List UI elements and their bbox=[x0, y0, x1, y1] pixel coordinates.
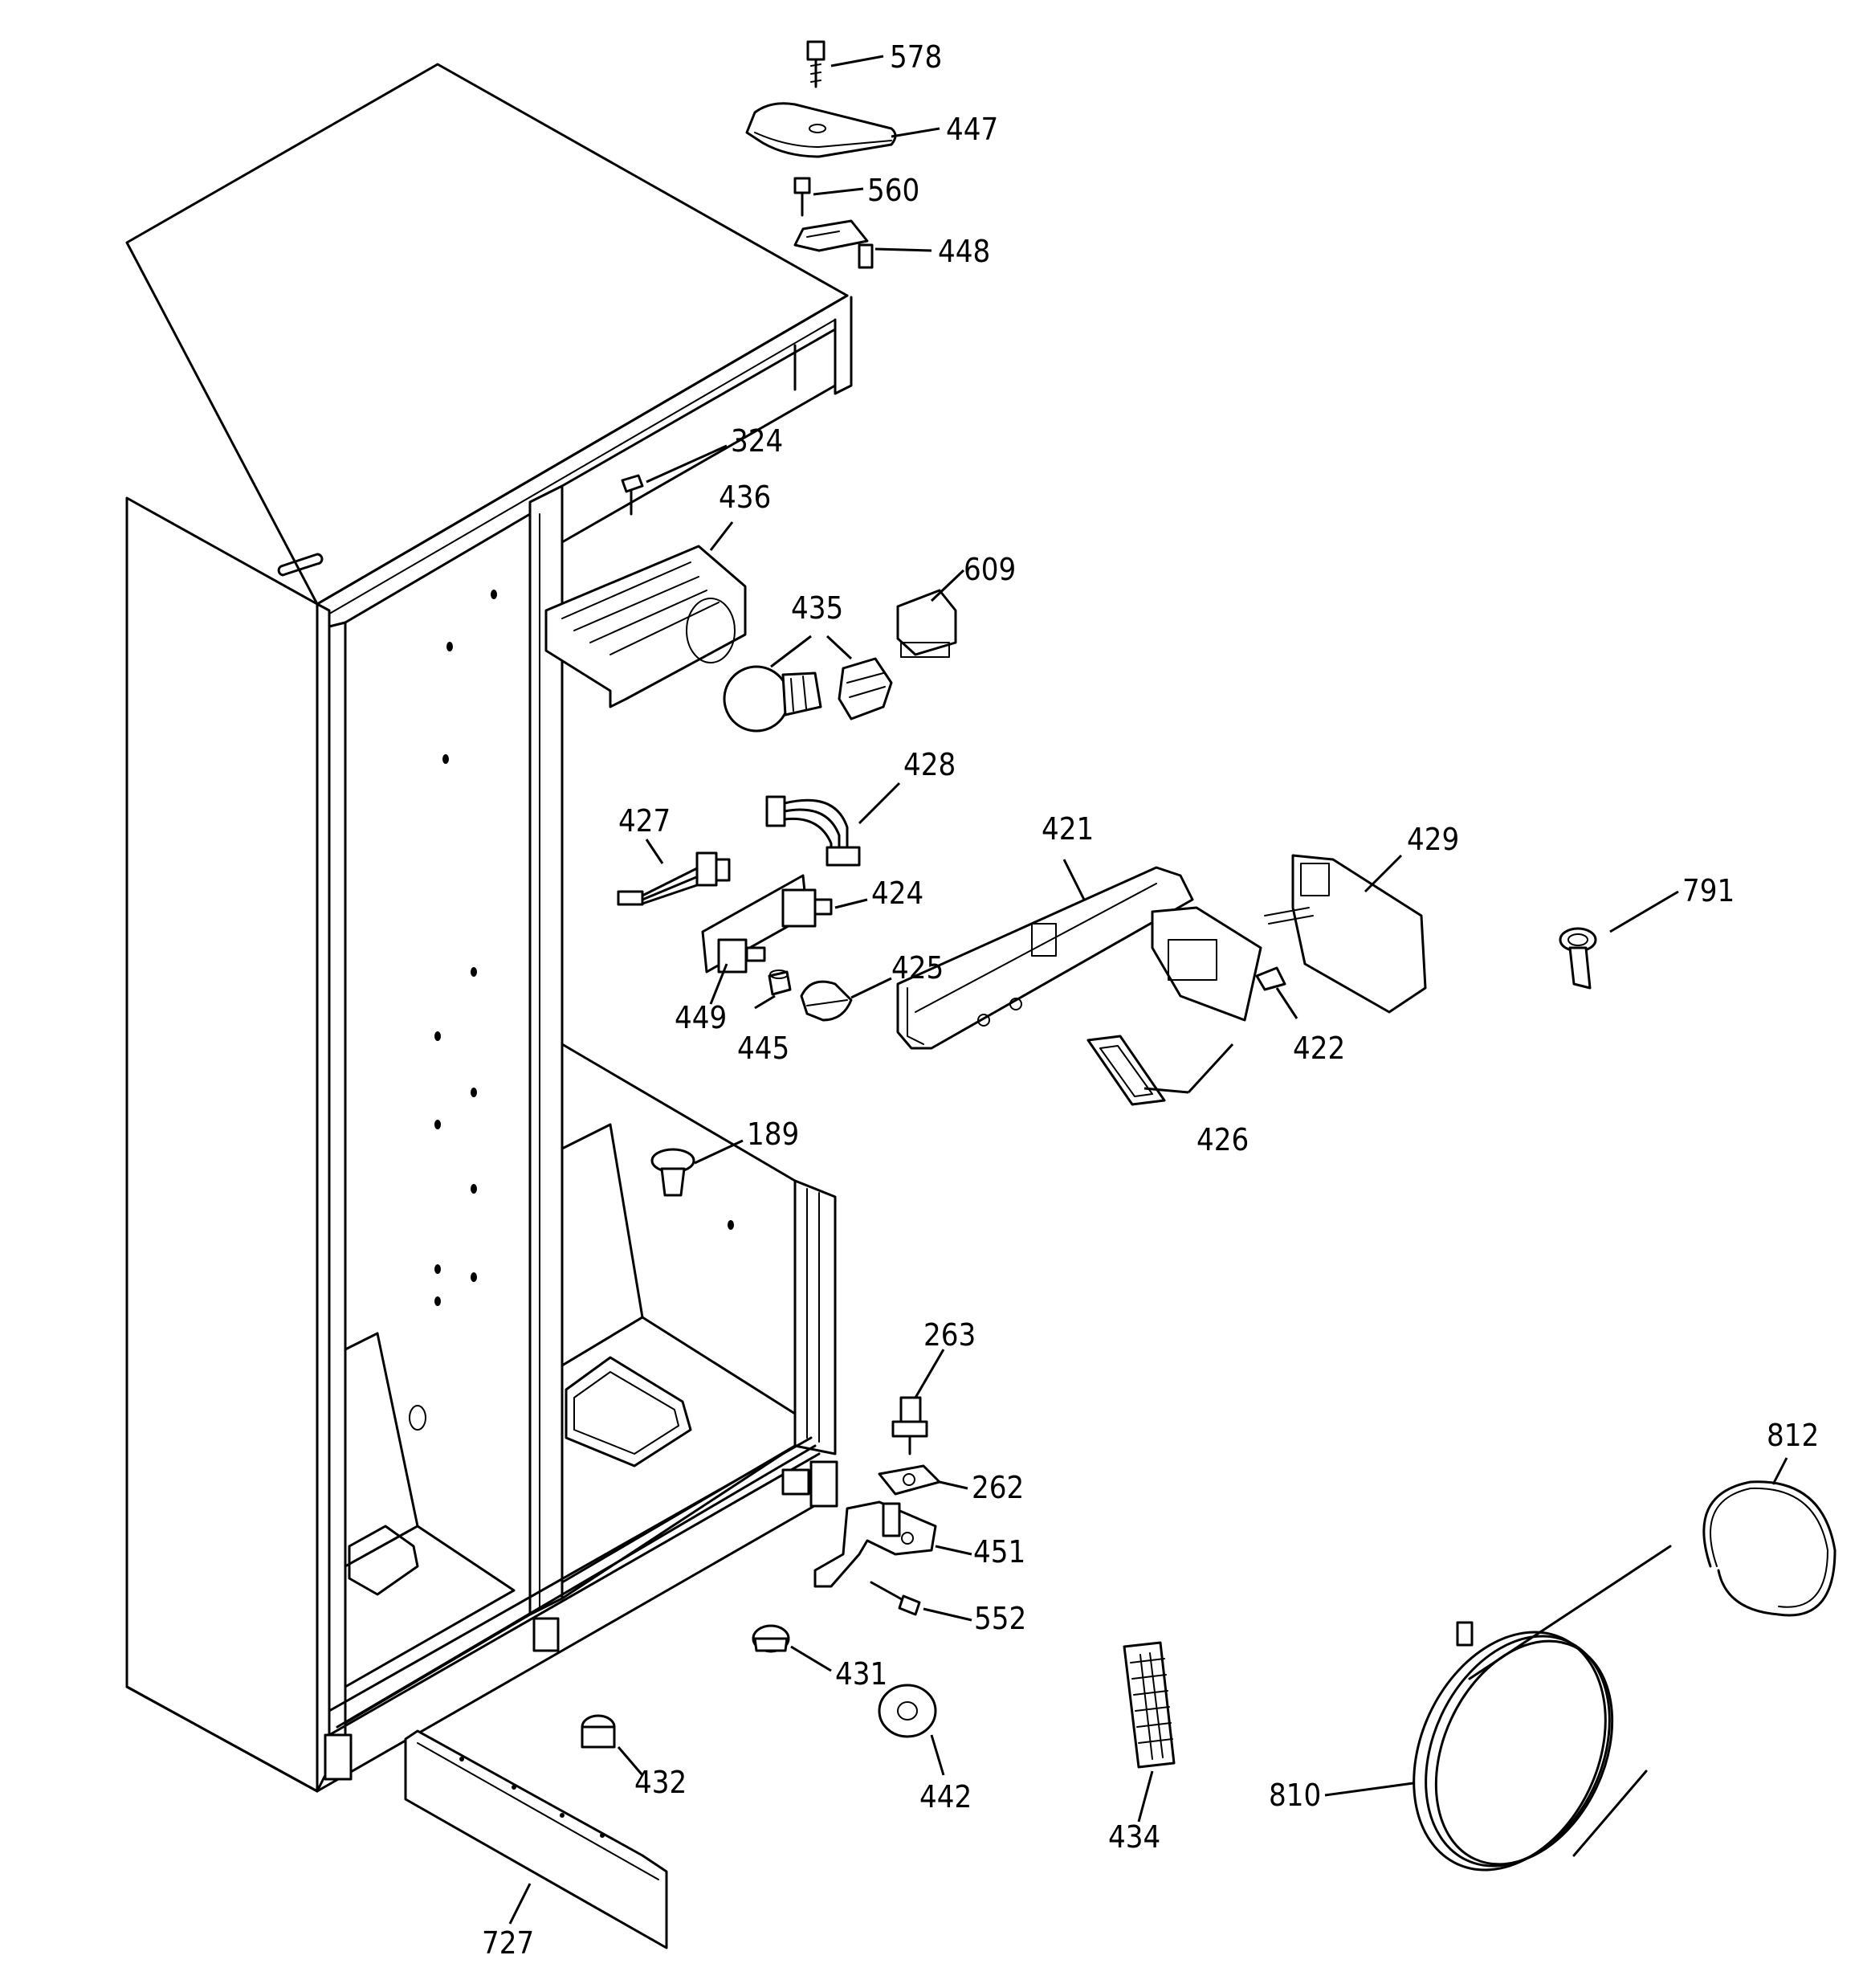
light-shield-436 bbox=[544, 545, 747, 708]
callout-422: 422 bbox=[1293, 1031, 1345, 1066]
screw-578 bbox=[806, 40, 826, 88]
hinge-451 bbox=[813, 1500, 937, 1588]
callout-425: 425 bbox=[891, 950, 944, 986]
callout-424: 424 bbox=[871, 876, 923, 911]
callout-609: 609 bbox=[964, 552, 1016, 587]
callout-429: 429 bbox=[1407, 822, 1459, 857]
shaft-449 bbox=[745, 946, 766, 962]
leader-lines bbox=[508, 55, 1788, 1925]
bushing-432 bbox=[581, 1714, 616, 1749]
socket-435 bbox=[838, 657, 893, 720]
callout-578: 578 bbox=[890, 39, 942, 75]
callout-426: 426 bbox=[1196, 1122, 1249, 1157]
callout-812: 812 bbox=[1767, 1418, 1819, 1453]
callout-448: 448 bbox=[938, 234, 990, 269]
bushing-262 bbox=[878, 1464, 941, 1496]
callout-447: 447 bbox=[946, 112, 998, 147]
kick-plate-727 bbox=[404, 1729, 668, 1949]
callout-449: 449 bbox=[675, 1000, 727, 1035]
hinge-cover-447 bbox=[745, 102, 897, 158]
control-board-424 bbox=[701, 874, 833, 974]
callout-810: 810 bbox=[1269, 1778, 1321, 1813]
control-housing-421 bbox=[896, 866, 1194, 1050]
callout-189: 189 bbox=[747, 1116, 799, 1152]
ring-812 bbox=[1702, 1480, 1837, 1617]
callout-552: 552 bbox=[974, 1601, 1026, 1636]
plug-189 bbox=[650, 1148, 695, 1197]
screw-552 bbox=[870, 1581, 921, 1616]
callout-560: 560 bbox=[867, 173, 919, 208]
callout-435: 435 bbox=[791, 590, 843, 626]
screw-560 bbox=[793, 177, 811, 217]
knob-425 bbox=[800, 980, 853, 1022]
callout-432: 432 bbox=[634, 1765, 687, 1800]
callout-263: 263 bbox=[923, 1317, 976, 1353]
button-426 bbox=[1151, 906, 1262, 1022]
callout-791: 791 bbox=[1682, 873, 1735, 908]
cam-263 bbox=[891, 1396, 928, 1455]
callout-434: 434 bbox=[1108, 1819, 1160, 1855]
washer-442 bbox=[878, 1684, 937, 1738]
callout-727: 727 bbox=[482, 1925, 534, 1961]
callout-324: 324 bbox=[731, 423, 783, 459]
grille-434 bbox=[1123, 1641, 1176, 1769]
cabinet bbox=[125, 63, 853, 1793]
harness-428 bbox=[765, 795, 861, 867]
callout-431: 431 bbox=[835, 1656, 887, 1692]
clip-422 bbox=[1255, 966, 1286, 991]
callout-428: 428 bbox=[903, 747, 956, 782]
screw-324 bbox=[621, 474, 644, 516]
bulb-435 bbox=[723, 665, 822, 733]
callout-427: 427 bbox=[618, 803, 671, 839]
callout-442: 442 bbox=[919, 1779, 972, 1815]
switch-609 bbox=[896, 589, 957, 658]
vent-791 bbox=[1559, 927, 1597, 990]
callout-262: 262 bbox=[972, 1470, 1024, 1505]
bracket-429 bbox=[1264, 854, 1427, 1014]
cap-431 bbox=[752, 1624, 790, 1653]
callout-421: 421 bbox=[1042, 811, 1094, 847]
callout-436: 436 bbox=[719, 480, 771, 515]
bezel-426 bbox=[1086, 1035, 1166, 1106]
callout-labels: 578 447 560 448 324 436 609 435 428 427 … bbox=[482, 39, 1819, 1961]
callout-451: 451 bbox=[973, 1534, 1025, 1570]
hinge-448 bbox=[793, 219, 874, 269]
tubing-810 bbox=[1413, 1545, 1672, 1872]
callout-445: 445 bbox=[737, 1031, 789, 1066]
spacer-445 bbox=[768, 970, 792, 996]
harness-427 bbox=[617, 851, 731, 906]
